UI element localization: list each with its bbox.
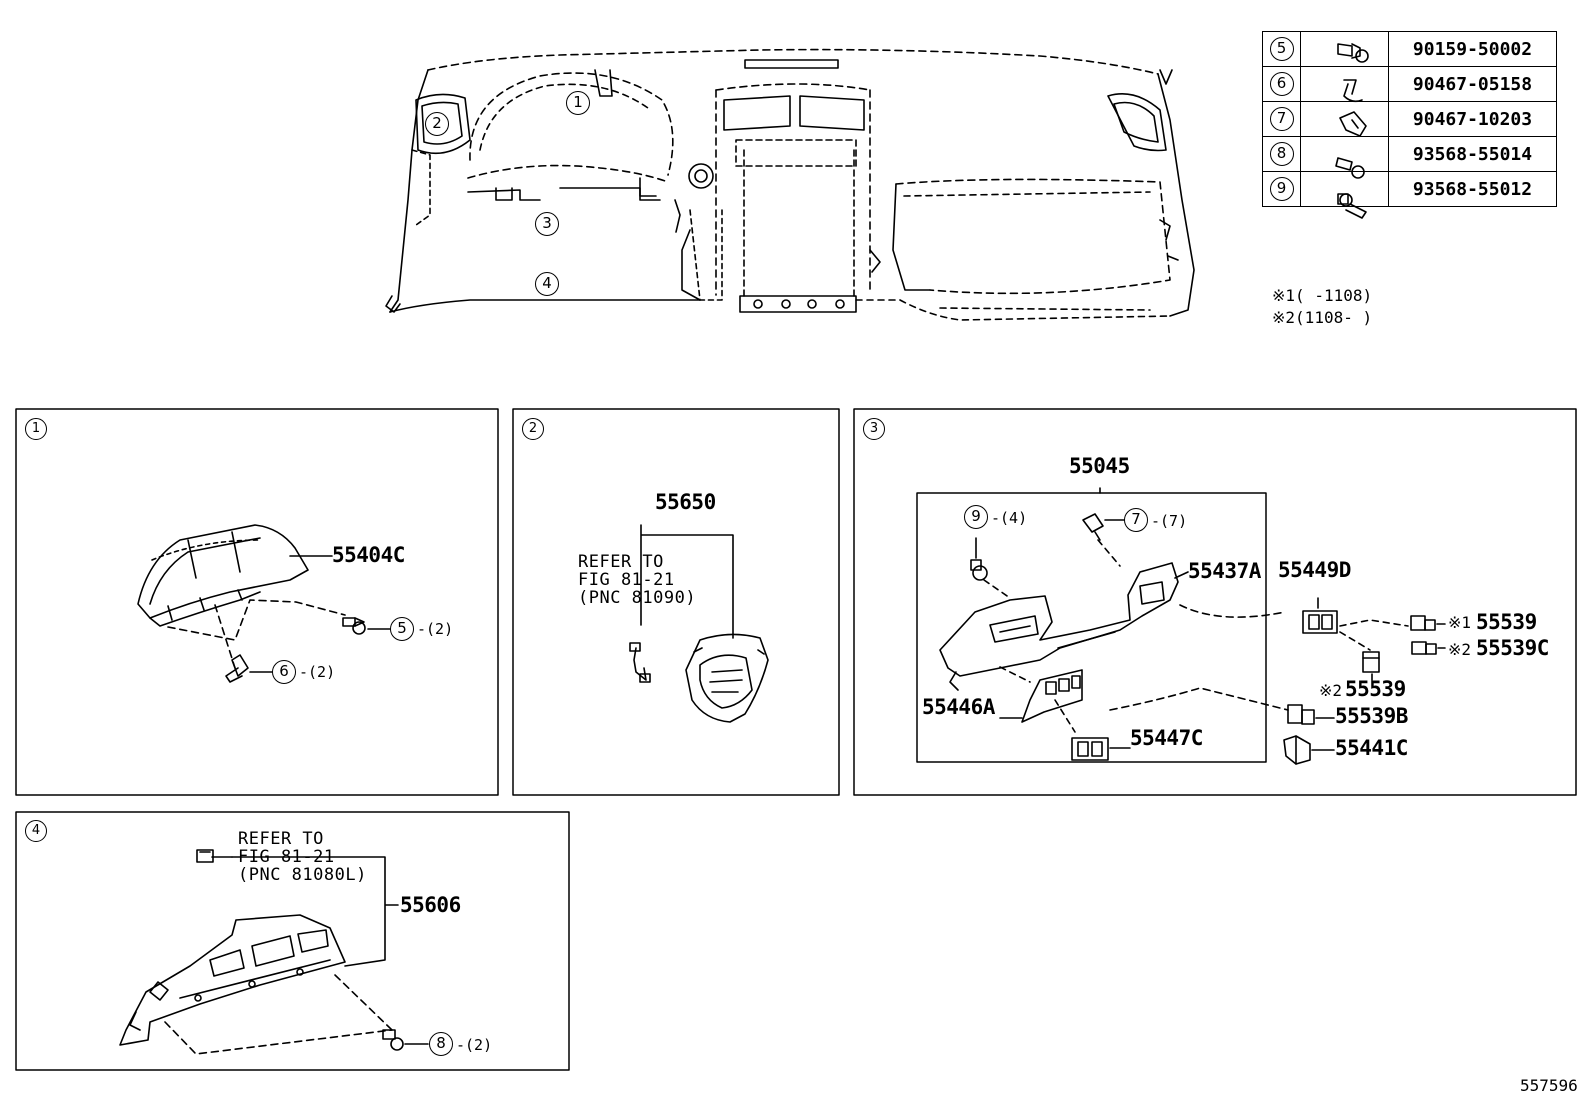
table-row: 5 90159-50002 — [1262, 31, 1557, 67]
fastener-ref: 9 — [1269, 177, 1294, 201]
mark-3: ※2 — [1319, 681, 1343, 700]
connector-icon — [196, 849, 214, 863]
note-1: ※1( -1108) — [1272, 286, 1373, 305]
side-vent-drawing — [685, 633, 769, 723]
table-row: 6 90467-05158 — [1262, 66, 1557, 102]
screw-icon — [1300, 136, 1389, 172]
lower-cover-drawing — [119, 914, 346, 1046]
dashboard-overview — [385, 48, 1195, 321]
overview-callout-1: 1 — [566, 91, 590, 115]
note-2: ※2(1108- ) — [1272, 308, 1373, 327]
part-label-55539C: 55539C — [1476, 636, 1549, 660]
part-label-55447C: 55447C — [1130, 726, 1203, 750]
clip-icon — [1082, 513, 1104, 541]
fastener-qty: -(2) — [299, 663, 336, 681]
table-row: 8 93568-55014 — [1262, 136, 1557, 172]
table-row: 7 90467-10203 — [1262, 101, 1557, 137]
overview-callout-4: 4 — [535, 272, 559, 296]
assembly-label-55045: 55045 — [1069, 454, 1130, 478]
part-label-55539: 55539 — [1476, 610, 1537, 634]
fastener-part-number: 93568-55012 — [1388, 171, 1557, 207]
panel-2-frame — [512, 408, 840, 796]
panel-2-number: 2 — [522, 418, 544, 440]
switch-55441C-drawing — [1283, 735, 1311, 765]
clip-icon — [1300, 66, 1389, 102]
switch-plate-drawing — [1071, 737, 1109, 761]
switch-55539-2-drawing — [1362, 651, 1380, 673]
fastener-part-number: 90467-05158 — [1388, 66, 1557, 102]
overview-callout-2: 2 — [425, 112, 449, 136]
part-label-55441C: 55441C — [1335, 736, 1408, 760]
part-label-55404C: 55404C — [332, 543, 405, 567]
fastener-table: 5 90159-50002 6 90467-05158 7 90467-1020… — [1262, 31, 1557, 207]
part-label-55437A: 55437A — [1188, 559, 1261, 583]
fastener-ref: 8 — [1269, 142, 1294, 166]
fastener-callout-5: 5 — [390, 617, 414, 641]
panel-1-frame — [15, 408, 499, 796]
clip-icon — [225, 654, 249, 683]
fastener-qty: -(4) — [991, 509, 1028, 527]
fastener-ref: 6 — [1269, 72, 1294, 96]
panel-3-frame — [853, 408, 1577, 796]
panel-3-number: 3 — [863, 418, 885, 440]
clip-icon — [1300, 101, 1389, 137]
refer-note: REFER TO FIG 81-21 (PNC 81090) — [578, 552, 697, 608]
fastener-callout-9: 9 — [964, 505, 988, 529]
switch-55539-drawing — [1410, 615, 1436, 631]
part-label-55539B: 55539B — [1335, 704, 1408, 728]
fastener-part-number: 90159-50002 — [1388, 31, 1557, 67]
part-label-55446A: 55446A — [922, 695, 995, 719]
switch-bezel-drawing — [1021, 669, 1083, 723]
fastener-callout-7: 7 — [1124, 508, 1148, 532]
fastener-callout-6: 6 — [272, 660, 296, 684]
screw-icon — [970, 559, 988, 581]
table-row: 9 93568-55012 — [1262, 171, 1557, 207]
fastener-qty: -(2) — [417, 620, 454, 638]
switch-55539B-drawing — [1287, 704, 1315, 725]
panel-3-assembly-frame — [916, 492, 1267, 763]
figure-id: 557596 — [1520, 1076, 1578, 1095]
part-label-55449D: 55449D — [1278, 558, 1351, 582]
panel-1-number: 1 — [25, 418, 47, 440]
refer-note: REFER TO FIG 81-21 (PNC 81080L) — [238, 829, 367, 885]
fastener-callout-8: 8 — [429, 1032, 453, 1056]
part-label-55606: 55606 — [400, 893, 461, 917]
mark-2: ※2 — [1448, 640, 1472, 659]
fastener-part-number: 90467-10203 — [1388, 101, 1557, 137]
fastener-qty: -(7) — [1151, 512, 1188, 530]
switch-55539C-drawing — [1411, 641, 1437, 655]
overview-callout-3: 3 — [535, 212, 559, 236]
screw-icon — [382, 1029, 404, 1051]
bolt-icon — [342, 617, 366, 635]
fastener-ref: 7 — [1269, 107, 1294, 131]
panel-4-number: 4 — [25, 820, 47, 842]
part-label-55650: 55650 — [655, 490, 716, 514]
fastener-qty: -(2) — [456, 1036, 493, 1054]
fastener-part-number: 93568-55014 — [1388, 136, 1557, 172]
cluster-hood-drawing — [137, 524, 309, 627]
mark-1: ※1 — [1448, 613, 1472, 632]
fastener-ref: 5 — [1269, 37, 1294, 61]
switch-55449D-drawing — [1302, 610, 1338, 634]
panel-4-frame — [15, 811, 570, 1071]
screw-icon — [1300, 171, 1389, 207]
bolt-icon — [1300, 31, 1389, 67]
wire-connector-icon — [629, 642, 651, 683]
part-label-55539-2: 55539 — [1345, 677, 1406, 701]
lower-panel-drawing — [939, 562, 1179, 691]
